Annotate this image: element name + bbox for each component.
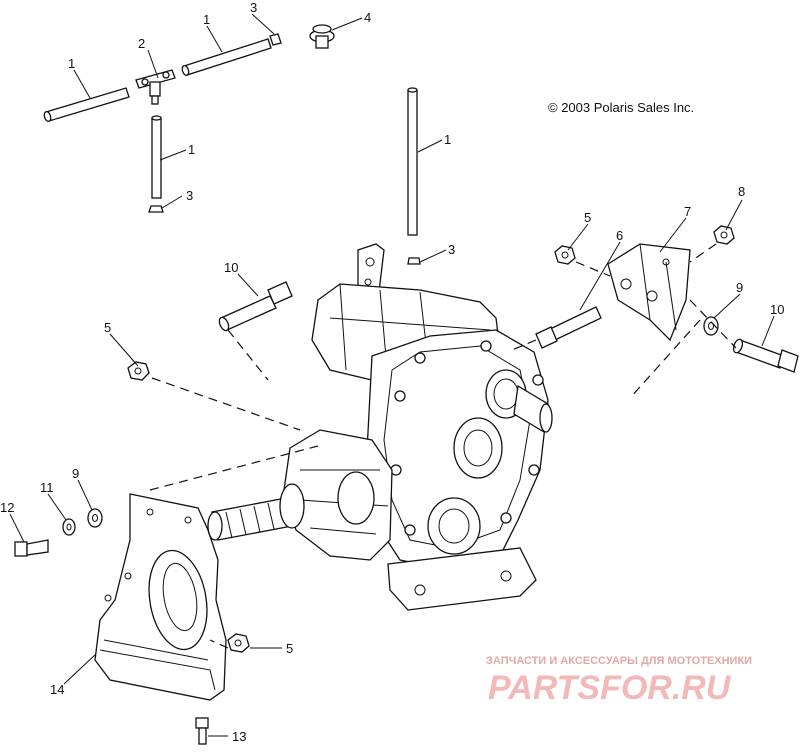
hose-clamp-3a xyxy=(148,205,164,213)
callout-3c: 3 xyxy=(448,242,455,257)
callout-6: 6 xyxy=(616,228,623,243)
bolt-10-upper xyxy=(218,281,293,332)
vent-tube-center xyxy=(407,87,418,236)
callout-13: 13 xyxy=(232,729,246,744)
copyright-text: © 2003 Polaris Sales Inc. xyxy=(548,100,694,115)
mounting-bracket-14 xyxy=(94,493,227,701)
breather-hose-vertical xyxy=(151,115,162,199)
watermark-tagline: ЗАПЧАСТИ И АКСЕССУАРЫ ДЛЯ МОТОТЕХНИКИ xyxy=(486,655,752,667)
callout-leaders xyxy=(9,13,775,737)
nut-5-left xyxy=(127,361,150,381)
bolt-10-right xyxy=(732,338,799,373)
callout-5c: 5 xyxy=(286,641,293,656)
breather-hose-upper xyxy=(181,38,272,76)
breather-cap-4 xyxy=(309,24,335,49)
nut-8 xyxy=(713,225,735,245)
callout-8: 8 xyxy=(738,184,745,199)
nut-5-bracket xyxy=(227,633,250,653)
callout-4: 4 xyxy=(364,10,371,25)
bolt-13 xyxy=(195,717,209,745)
callout-3a: 3 xyxy=(250,0,257,15)
callout-numbers: 1 1 1 1 2 3 3 3 4 5 5 5 6 7 8 9 9 10 10 … xyxy=(0,0,784,744)
callout-10b: 10 xyxy=(770,302,784,317)
callout-10a: 10 xyxy=(224,260,238,275)
bolt-12 xyxy=(14,539,49,557)
callout-3b: 3 xyxy=(186,188,193,203)
callout-9b: 9 xyxy=(72,466,79,481)
callout-1a: 1 xyxy=(68,56,75,71)
breather-hose-left xyxy=(43,87,130,123)
breather-tee-fitting xyxy=(135,69,176,105)
callout-1d: 1 xyxy=(444,132,451,147)
watermark-logo: PARTSFOR.RU xyxy=(488,669,732,707)
bolt-6 xyxy=(535,306,602,349)
callout-1b: 1 xyxy=(203,12,210,27)
callout-5a: 5 xyxy=(104,320,111,335)
callout-9a: 9 xyxy=(736,280,743,295)
callout-2: 2 xyxy=(138,36,145,51)
nut-5-right xyxy=(554,245,576,265)
transmission-housing xyxy=(207,243,553,611)
callout-7: 7 xyxy=(684,204,691,219)
washer-9-left xyxy=(87,508,103,528)
callout-12: 12 xyxy=(0,500,14,515)
assembly-lines xyxy=(149,243,737,649)
callout-5b: 5 xyxy=(584,210,591,225)
callout-14: 14 xyxy=(50,682,64,697)
callout-11: 11 xyxy=(40,480,54,495)
hose-clamp-3c xyxy=(407,257,421,265)
hose-clamp-3b xyxy=(269,33,282,46)
washer-11 xyxy=(62,518,76,536)
mounting-bracket-7 xyxy=(607,243,691,342)
washer-9-right xyxy=(703,316,719,336)
callout-1c: 1 xyxy=(188,142,195,157)
